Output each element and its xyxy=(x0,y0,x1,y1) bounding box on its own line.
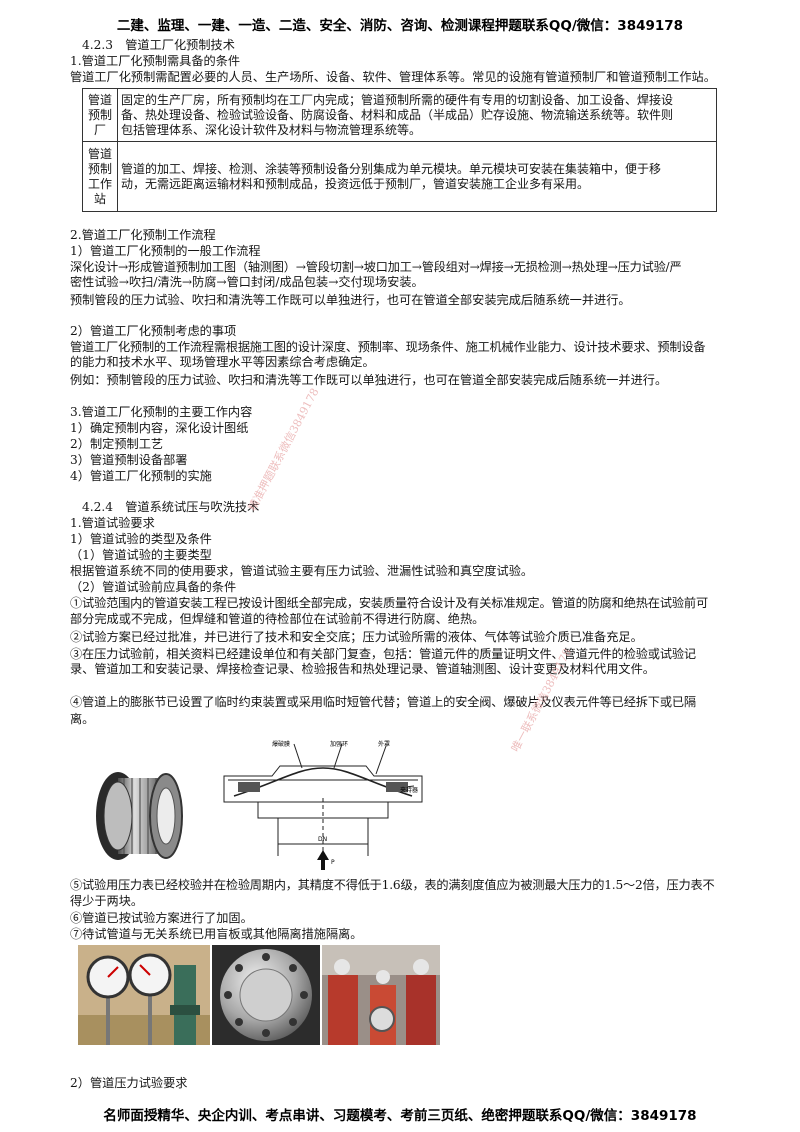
flow-line: 密性试验→吹扫/清洗→防腐→管口封闭/成品包装→交付现场安装。 xyxy=(70,275,424,289)
table-row: 管道 预制 工作 站 管道的加工、焊接、检测、涂装等预制设备分别集成为单元模块。… xyxy=(82,141,717,212)
heading-workflow: 2.管道工厂化预制工作流程 xyxy=(70,228,216,242)
section-title-4-2-4: 4.2.4 管道系统试压与吹洗技术 xyxy=(82,500,260,514)
work-item: 3）管道预制设备部署 xyxy=(70,453,188,467)
diagram-label: 夹持器 xyxy=(400,786,418,794)
blind-flange-icon xyxy=(212,945,320,1045)
subheading-main-types: （1）管道试验的主要类型 xyxy=(70,548,212,562)
precondition-item: 部分完成或不完成，但焊缝和管道的待检部位在试验前不得进行防腐、绝热。 xyxy=(70,612,485,626)
precondition-item: ⑥管道已按试验方案进行了加固。 xyxy=(70,911,253,925)
subheading-test-types: 1）管道试验的类型及条件 xyxy=(70,532,212,546)
expansion-joint-photo xyxy=(88,768,192,868)
work-item: 2）制定预制工艺 xyxy=(70,437,164,451)
header-banner: 二建、监理、一建、一造、二造、安全、消防、咨询、检测课程押题联系QQ/微信：38… xyxy=(116,18,684,34)
table-content-cell: 管道的加工、焊接、检测、涂装等预制设备分别集成为单元模块。单元模块可安装在集装箱… xyxy=(117,141,717,212)
expansion-joint-icon xyxy=(96,772,183,860)
pressure-gauges-photo xyxy=(78,945,210,1049)
workers-icon xyxy=(322,945,440,1045)
precondition-item: ④管道上的膨胀节已设置了临时约束装置或采用临时短管代替；管道上的安全阀、爆破片及… xyxy=(70,695,696,709)
table-content-cell: 固定的生产厂房，所有预制均在工厂内完成；管道预制所需的硬件有专用的切割设备、加工… xyxy=(117,87,717,143)
rupture-disc-diagram: 爆破膜 加强环 外罩 夹持器 DN P xyxy=(218,738,428,876)
table-row: 管道 预制 厂 固定的生产厂房，所有预制均在工厂内完成；管道预制所需的硬件有专用… xyxy=(82,87,717,143)
table-label-cell: 管道 预制 工作 站 xyxy=(82,141,118,212)
watermark: 精准押题联系微信3849178 xyxy=(245,385,322,514)
diagram-label: 爆破膜 xyxy=(272,740,290,748)
heading-test-requirements: 1.管道试验要求 xyxy=(70,516,155,530)
workers-photo xyxy=(322,945,440,1049)
diagram-label: 加强环 xyxy=(330,740,348,748)
precondition-item: ⑦待试管道与无关系统已用盲板或其他隔离措施隔离。 xyxy=(70,927,363,941)
precondition-item: 得少于两块。 xyxy=(70,894,144,908)
diagram-label: DN xyxy=(318,836,327,843)
blind-flange-photo xyxy=(212,945,320,1049)
precondition-item: ⑤试验用压力表已经校验并在检验周期内，其精度不得低于1.6级，表的满刻度值应为被… xyxy=(70,878,715,892)
precondition-item: 录、管道加工和安装记录、焊接检查记录、检验报告和热处理记录、管道轴测图、设计变更… xyxy=(70,662,655,676)
precondition-item: ②试验方案已经过批准，并已进行了技术和安全交底；压力试验所需的液体、气体等试验介… xyxy=(70,630,643,644)
heading-conditions: 1.管道工厂化预制需具备的条件 xyxy=(70,54,241,68)
flow-note: 预制管段的压力试验、吹扫和清洗等工作既可以单独进行，也可在管道全部安装完成后随系… xyxy=(70,293,631,307)
precondition-item: 离。 xyxy=(70,712,95,726)
flow-line: 深化设计→形成管道预制加工图（轴测图）→管段切割→坡口加工→管段组对→焊接→无损… xyxy=(70,260,682,274)
subheading-general-flow: 1）管道工厂化预制的一般工作流程 xyxy=(70,244,261,258)
precondition-item: ③在压力试验前，相关资料已经建设单位和有关部门复查，包括：管道元件的质量证明文件… xyxy=(70,647,696,661)
paragraph-conditions: 管道工厂化预制需配置必要的人员、生产场所、设备、软件、管理体系等。常见的设施有管… xyxy=(70,70,716,84)
pressure-gauge-icon xyxy=(78,945,210,1045)
section-title-4-2-3: 4.2.3 管道工厂化预制技术 xyxy=(82,38,235,52)
considerations-line: 的能力和技术水平、现场管理水平等因素综合考虑确定。 xyxy=(70,355,375,369)
considerations-line: 管道工厂化预制的工作流程需根据施工图的设计深度、预制率、现场条件、施工机械作业能… xyxy=(70,340,706,354)
precondition-item: ①试验范围内的管道安装工程已按设计图纸全部完成，安装质量符合设计及有关标准规定。… xyxy=(70,596,708,610)
paragraph-main-types: 根据管道系统不同的使用要求，管道试验主要有压力试验、泄漏性试验和真空度试验。 xyxy=(70,564,534,578)
rupture-disc-icon: 爆破膜 加强环 外罩 夹持器 DN P xyxy=(223,740,423,870)
subheading-preconditions: （2）管道试验前应具备的条件 xyxy=(70,580,237,594)
table-label-cell: 管道 预制 厂 xyxy=(82,87,118,143)
work-item: 1）确定预制内容，深化设计图纸 xyxy=(70,421,249,435)
diagram-label: 外罩 xyxy=(378,740,390,748)
subheading-pressure-test: 2）管道压力试验要求 xyxy=(70,1076,188,1090)
subheading-considerations: 2）管道工厂化预制考虑的事项 xyxy=(70,324,237,338)
heading-main-work: 3.管道工厂化预制的主要工作内容 xyxy=(70,405,253,419)
work-item: 4）管道工厂化预制的实施 xyxy=(70,469,212,483)
diagram-label: P xyxy=(331,859,335,866)
facility-table: 管道 预制 厂 固定的生产厂房，所有预制均在工厂内完成；管道预制所需的硬件有专用… xyxy=(82,87,717,212)
considerations-example: 例如：预制管段的压力试验、吹扫和清洗等工作既可以单独进行，也可在管道全部安装完成… xyxy=(70,373,668,387)
footer-banner: 名师面授精华、央企内训、考点串讲、习题模考、考前三页纸、绝密押题联系QQ/微信：… xyxy=(103,1108,697,1124)
